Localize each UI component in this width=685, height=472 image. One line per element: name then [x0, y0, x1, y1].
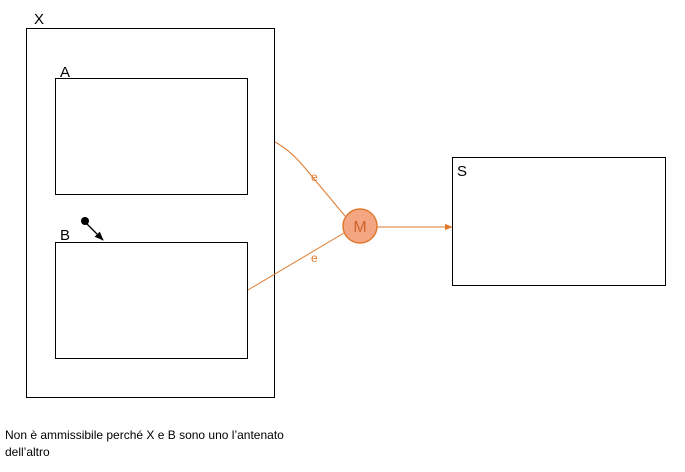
merge-node-label: M — [353, 219, 366, 236]
edge-a-label: e — [311, 170, 318, 184]
state-x-label: X — [34, 11, 44, 28]
merge-node — [342, 208, 378, 244]
caption: Non è ammissibile perché X e B sono uno … — [5, 427, 335, 461]
caption-line-2: dell’altro — [5, 445, 50, 459]
edge-a-to-merge — [274, 141, 346, 217]
state-s-box — [452, 157, 666, 286]
state-b-label: B — [60, 227, 70, 244]
initial-state-dot — [81, 217, 89, 225]
edge-b-label: e — [311, 251, 318, 265]
state-s-label: S — [457, 163, 467, 180]
initial-transition-arrow — [86, 223, 104, 241]
state-a-box — [55, 78, 248, 195]
state-a-label: A — [60, 64, 70, 81]
edge-b-to-merge — [247, 232, 345, 291]
caption-line-1: Non è ammissibile perché X e B sono uno … — [5, 428, 284, 442]
state-b-box — [55, 242, 248, 359]
state-x-box — [26, 28, 275, 398]
